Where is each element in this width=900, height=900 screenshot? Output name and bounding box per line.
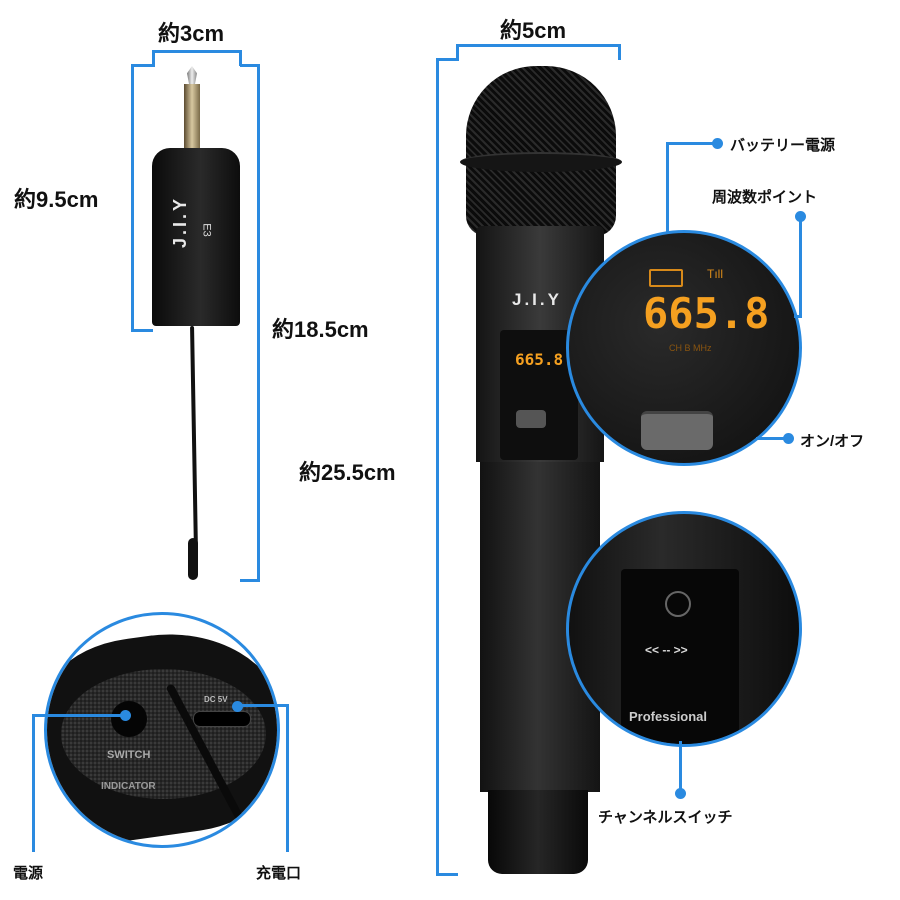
- bracket-seg: [239, 50, 242, 66]
- mic-display-frequency: 665.8: [515, 350, 564, 369]
- callout-power: 電源: [13, 865, 44, 882]
- indicator-label: INDICATOR: [101, 781, 156, 792]
- mic-width-bracket: [456, 44, 621, 47]
- bracket-seg: [436, 58, 459, 61]
- leader-line: [666, 142, 718, 145]
- receiver-width-label: 約3cm: [158, 21, 225, 46]
- callout-power-onoff: オン/オフ: [800, 433, 865, 450]
- leader-line: [286, 704, 289, 852]
- receiver-plug: [184, 84, 200, 149]
- bracket-seg: [131, 329, 153, 332]
- bracket-seg: [131, 64, 155, 67]
- leader-line: [32, 714, 124, 717]
- mic-brand: J.I.Y: [512, 290, 562, 309]
- leader-line: [794, 315, 802, 318]
- mic-grille: [466, 66, 616, 236]
- display-frequency-zoom: 665.8: [643, 289, 770, 338]
- callout-dot: [232, 701, 243, 712]
- mic-width-label: 約5cm: [500, 18, 567, 43]
- callout-frequency: 周波数ポイント: [712, 189, 818, 206]
- channel-button[interactable]: [665, 591, 691, 617]
- leader-line: [679, 741, 682, 791]
- leader-line: [32, 714, 35, 852]
- channel-panel: << -- >> Professional: [621, 569, 739, 744]
- mic-grille-ring: [460, 152, 622, 172]
- receiver-body-height-label: 約9.5cm: [14, 187, 99, 212]
- callout-dot: [712, 138, 723, 149]
- receiver-width-bracket: [152, 50, 241, 53]
- receiver-plug-tip: [187, 66, 197, 84]
- switch-label: SWITCH: [107, 749, 151, 761]
- channel-arrows: << -- >>: [645, 643, 688, 657]
- receiver-bottom-face: SWITCH INDICATOR DC 5V: [61, 669, 266, 799]
- receiver-total-height-bracket: [257, 64, 260, 582]
- mic-height-bracket: [436, 58, 439, 876]
- callout-battery: バッテリー電源: [730, 137, 836, 154]
- leader-line: [238, 704, 288, 707]
- bracket-seg: [456, 44, 459, 60]
- leader-line: [799, 216, 802, 318]
- receiver-antenna-tip: [188, 538, 198, 580]
- battery-icon: [649, 269, 683, 287]
- mic-display-panel: 665.8: [500, 330, 578, 460]
- callout-dot: [675, 788, 686, 799]
- mic-power-switch[interactable]: [516, 410, 546, 428]
- signal-icon: Tıll: [707, 267, 723, 281]
- bracket-seg: [436, 873, 458, 876]
- charge-port[interactable]: [193, 711, 251, 727]
- leader-line: [666, 142, 669, 234]
- leader-line: [756, 437, 786, 440]
- bracket-seg: [240, 579, 260, 582]
- bracket-seg: [240, 64, 259, 67]
- receiver-antenna: [190, 325, 198, 552]
- receiver-total-height-label: 約18.5cm: [272, 317, 369, 342]
- mic-height-label: 約25.5cm: [299, 460, 396, 485]
- bracket-seg: [152, 50, 155, 66]
- bracket-seg: [618, 44, 621, 60]
- professional-label: Professional: [629, 709, 708, 724]
- channel-zoom-circle: << -- >> Professional: [566, 511, 802, 747]
- mic-base: [488, 790, 588, 874]
- callout-charge-port: 充電口: [256, 865, 302, 882]
- dc-label: DC 5V: [204, 695, 228, 704]
- receiver-bottom-circle: SWITCH INDICATOR DC 5V: [44, 612, 280, 848]
- receiver-model: E3: [200, 223, 213, 237]
- callout-channel-switch: チャンネルスイッチ: [598, 809, 733, 826]
- display-unit-text: CH B MHz: [669, 343, 712, 353]
- receiver-body-height-bracket: [131, 64, 134, 332]
- receiver-brand: J.I.Y: [170, 195, 190, 248]
- callout-dot: [783, 433, 794, 444]
- display-zoom-circle: Tıll 665.8 CH B MHz: [566, 230, 802, 466]
- receiver-body: J.I.Y E3: [152, 148, 240, 326]
- power-switch-zoom[interactable]: [641, 411, 713, 450]
- callout-dot: [120, 710, 131, 721]
